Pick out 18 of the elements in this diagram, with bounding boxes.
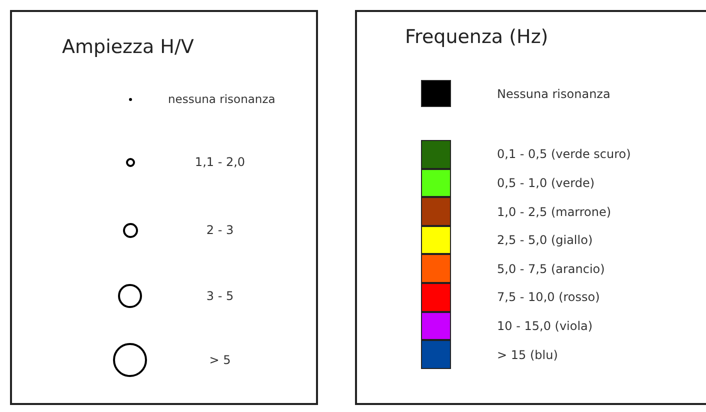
legend-text: 2,5 - 5,0 (giallo) xyxy=(497,233,593,248)
legend-panel xyxy=(10,10,318,405)
legend-text: 1,1 - 2,0 xyxy=(194,155,246,169)
legend-text: 7,5 - 10,0 (rosso) xyxy=(497,290,600,304)
legend-text: > 5 xyxy=(209,353,231,367)
legend-title: Frequenza (Hz) xyxy=(405,26,548,48)
legend-text: 0,5 - 1,0 (verde) xyxy=(497,176,595,190)
legend-text: Nessuna risonanza xyxy=(497,86,610,100)
legend-panel xyxy=(355,10,706,405)
legend-text: 3 - 5 xyxy=(206,289,234,303)
legend-text: 2 - 3 xyxy=(206,223,234,237)
legend-text: 5,0 - 7,5 (arancio) xyxy=(497,262,605,276)
legend-text: nessuna risonanza xyxy=(168,92,276,106)
legend-text: 1,0 - 2,5 (marrone) xyxy=(497,204,612,218)
legend-text: 0,1 - 0,5 (verde scuro) xyxy=(497,147,631,162)
legend-text: 10 - 15,0 (viola) xyxy=(497,318,593,333)
legend-text: > 15 (blu) xyxy=(497,348,558,362)
legend-title: Ampiezza H/V xyxy=(62,36,194,58)
